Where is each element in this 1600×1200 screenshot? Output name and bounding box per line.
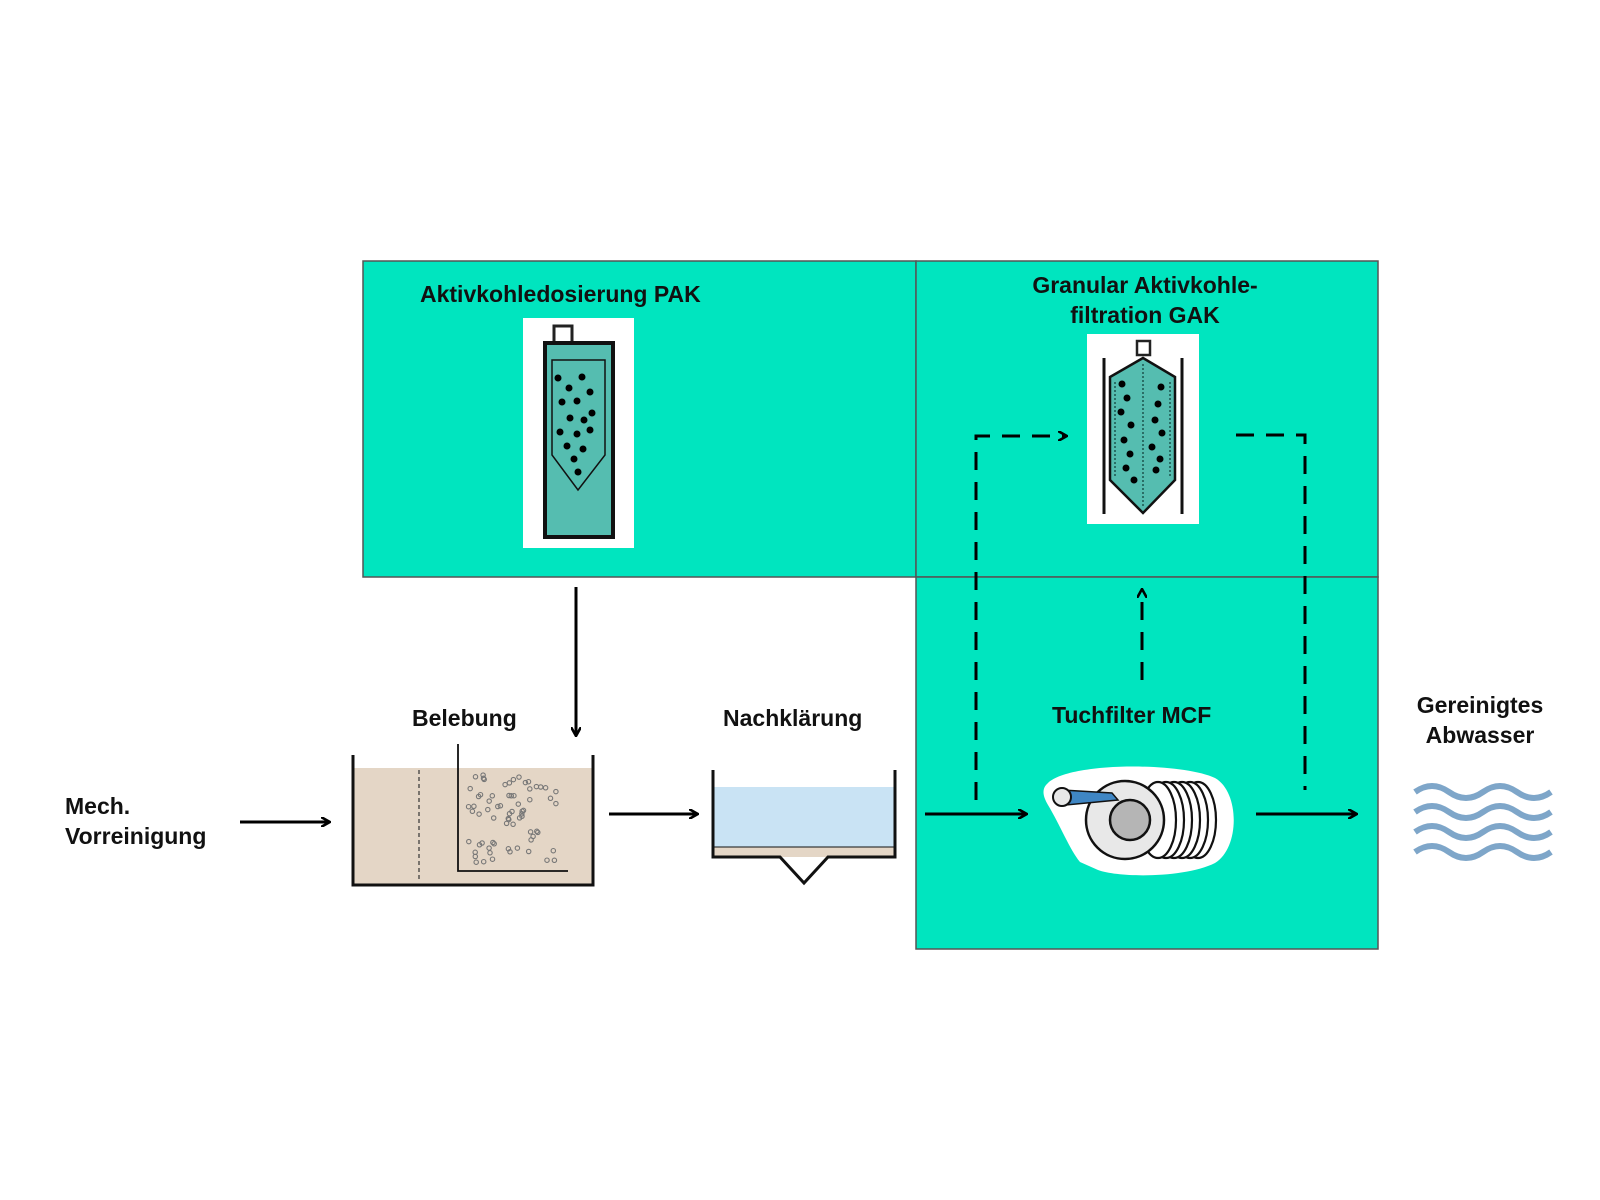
label-pak: Aktivkohledosierung PAK — [420, 281, 701, 307]
label-mech-line2: Vorreinigung — [65, 823, 207, 849]
aeration-tank-icon — [351, 744, 595, 887]
label-output-line2: Abwasser — [1425, 722, 1535, 748]
label-mech-line1: Mech. — [65, 793, 131, 819]
pak-vessel-icon — [523, 318, 634, 548]
label-output-line1: Gereinigtes — [1416, 692, 1544, 718]
label-gak-line1: Granular Aktivkohle- — [1032, 272, 1258, 298]
tuchfilter-panel — [915, 576, 1379, 950]
cloth-filter-icon — [1043, 766, 1234, 876]
clarifier-icon — [711, 770, 897, 886]
pak-panel — [362, 260, 917, 578]
label-gak-line2: filtration GAK — [1070, 302, 1220, 328]
label-belebung: Belebung — [412, 705, 517, 731]
water-waves-icon — [1413, 783, 1553, 861]
dashed-gak-to-output — [1236, 433, 1307, 790]
label-nachklaerung: Nachklärung — [723, 705, 863, 731]
dashed-bypass-to-gak — [974, 436, 1066, 800]
label-tuchfilter: Tuchfilter MCF — [1052, 702, 1212, 728]
gak-filter-icon — [1087, 334, 1199, 524]
